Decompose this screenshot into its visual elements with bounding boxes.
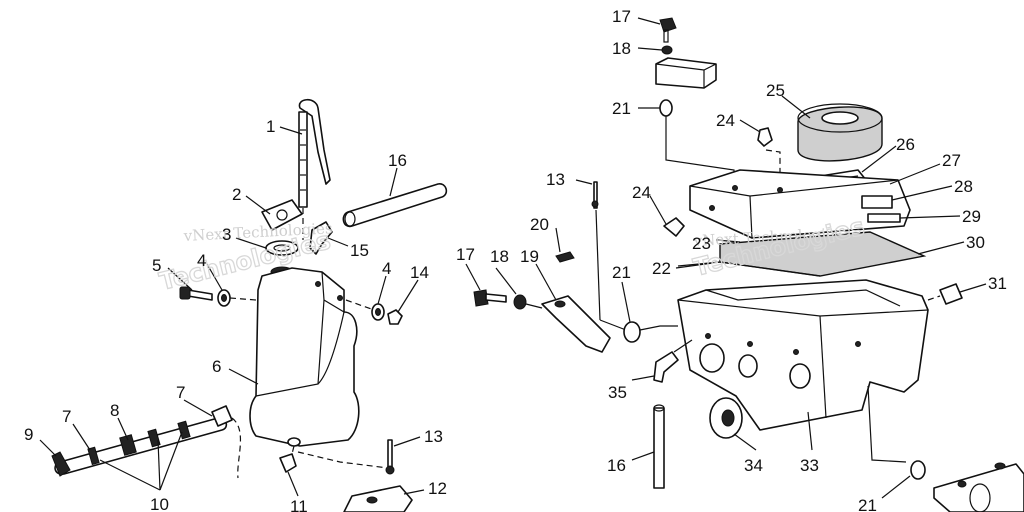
- nut-right: [387, 309, 403, 325]
- callout-7a: 7: [62, 407, 71, 426]
- clamp-7b: [211, 405, 233, 427]
- callout-23: 23: [692, 234, 711, 253]
- elbow-fitting: [309, 221, 333, 255]
- top-bracket: [655, 57, 717, 89]
- callout-24b: 24: [632, 183, 651, 202]
- callout-19: 19: [520, 247, 539, 266]
- callout-13a: 13: [424, 427, 443, 446]
- callout-34: 34: [744, 456, 763, 475]
- callout-18a: 18: [612, 39, 631, 58]
- fuel-tank-assembly: [51, 98, 448, 512]
- lid-label-29: [867, 213, 901, 223]
- callout-16b: 16: [607, 456, 626, 475]
- callout-21b: 21: [612, 263, 631, 282]
- callout-10: 10: [150, 495, 169, 512]
- callout-4a: 4: [197, 251, 206, 270]
- callout-8: 8: [110, 401, 119, 420]
- callout-29: 29: [962, 207, 981, 226]
- callout-24a: 24: [716, 111, 735, 130]
- tank-cap-plate: [261, 199, 303, 231]
- callout-6: 6: [212, 357, 221, 376]
- mount-plate: [933, 463, 1024, 512]
- washer-18-top: [661, 45, 673, 55]
- callout-25: 25: [766, 81, 785, 100]
- bracket-19: [541, 295, 611, 353]
- callout-12: 12: [428, 479, 447, 498]
- tank-outlet: [287, 437, 301, 447]
- callout-9: 9: [24, 425, 33, 444]
- callout-30: 30: [966, 233, 985, 252]
- vent-hose-part: [298, 98, 331, 185]
- callout-labels: 1 2 3 4 4 5 6 7 7 8 9 10 11 12 13 13 14 …: [24, 7, 1007, 512]
- screw-20: [555, 251, 575, 263]
- grommet-21-mid: [623, 321, 641, 343]
- callout-1: 1: [266, 117, 275, 136]
- mount-bolt-left: [187, 289, 213, 301]
- fuel-tank-body: [249, 267, 360, 447]
- screw-13-right: [593, 181, 598, 209]
- callout-35: 35: [608, 383, 627, 402]
- air-box-assembly: [473, 17, 1024, 512]
- callout-17b: 17: [456, 245, 475, 264]
- clamp-7a: [87, 446, 100, 466]
- callout-31: 31: [988, 274, 1007, 293]
- clamp-9: [51, 451, 71, 477]
- outlet-fitting: [279, 453, 297, 473]
- fuel-line-left: [54, 417, 228, 475]
- fuel-hose-lower: [653, 407, 665, 489]
- callout-11: 11: [290, 497, 308, 512]
- callout-22: 22: [652, 259, 671, 278]
- callout-18b: 18: [490, 247, 509, 266]
- fuel-hose-upper: [342, 183, 448, 228]
- callout-7b: 7: [176, 383, 185, 402]
- callout-27: 27: [942, 151, 961, 170]
- filter-8: [119, 434, 137, 456]
- grommet-21-low: [910, 460, 926, 480]
- bracket-12: [343, 485, 413, 512]
- filter-mesh-30: [719, 231, 927, 277]
- bolt-17-top: [659, 17, 677, 33]
- callout-2: 2: [232, 185, 241, 204]
- grommet-31: [939, 283, 963, 305]
- lid-label-28: [861, 195, 893, 209]
- callout-13b: 13: [546, 170, 565, 189]
- foam-filter-25: [797, 106, 883, 162]
- bolt-17-side: [473, 289, 489, 307]
- knob-24-left: [663, 217, 685, 237]
- callout-26: 26: [896, 135, 915, 154]
- callout-21a: 21: [612, 99, 631, 118]
- breather-fitting-35: [653, 351, 679, 383]
- callout-33: 33: [800, 456, 819, 475]
- airbox-body: [677, 279, 929, 431]
- callout-14: 14: [410, 263, 429, 282]
- callout-15: 15: [350, 241, 369, 260]
- callout-5: 5: [152, 256, 161, 275]
- callout-17a: 17: [612, 7, 631, 26]
- callout-4b: 4: [382, 259, 391, 278]
- callout-28: 28: [954, 177, 973, 196]
- callout-3: 3: [222, 225, 231, 244]
- washer-18-side: [513, 294, 527, 310]
- callout-20: 20: [530, 215, 549, 234]
- knob-24-top: [757, 127, 773, 147]
- callout-16a: 16: [388, 151, 407, 170]
- leader-lines: [39, 17, 987, 499]
- grommet-21-top: [659, 99, 673, 117]
- callout-21c: 21: [858, 496, 877, 512]
